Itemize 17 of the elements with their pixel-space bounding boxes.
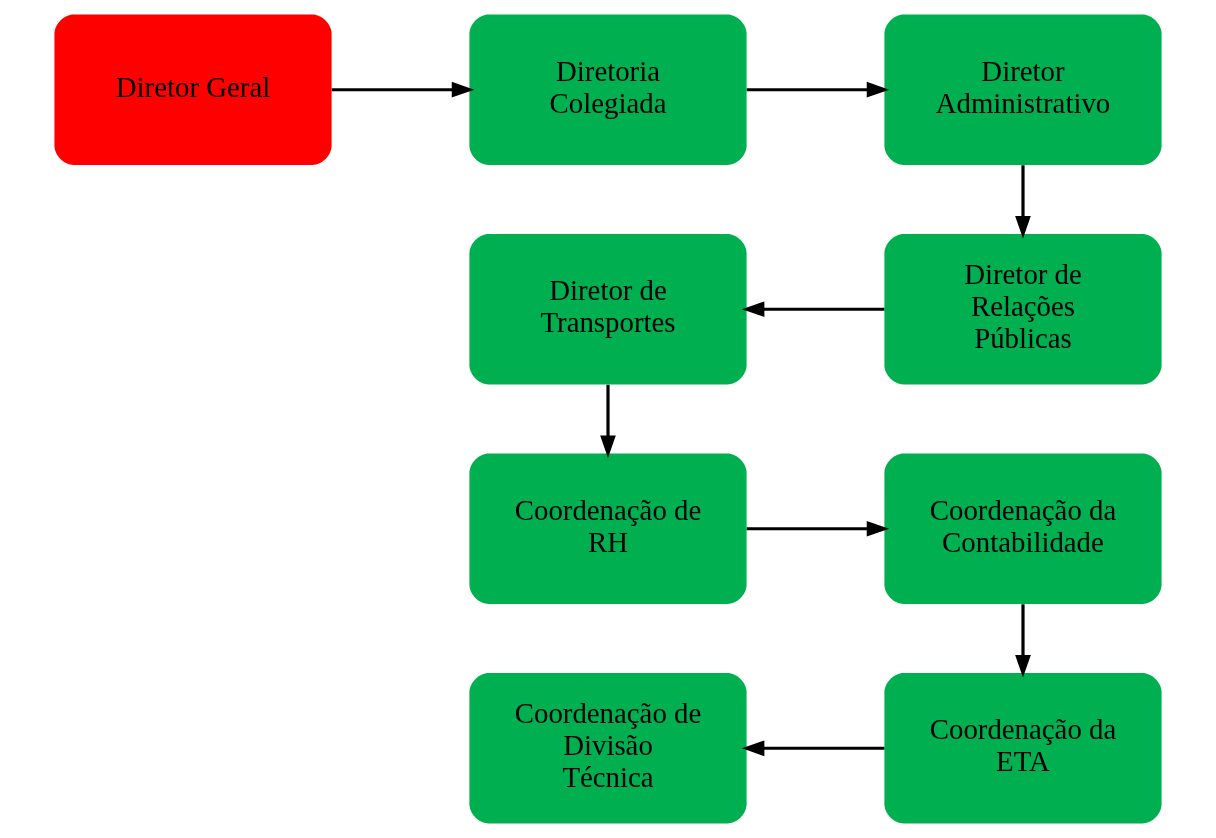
arrow [741,301,885,318]
node-box: Diretor de Transportes [469,233,747,385]
node-box: Diretor Administrativo [884,14,1162,166]
arrow [331,81,475,98]
node-box: Diretoria Colegiada [469,14,747,166]
node-box: Diretor de Relações Públicas [884,233,1162,385]
arrow [741,740,885,757]
arrow [1015,604,1031,678]
node-box: Diretor Geral [54,14,332,166]
arrow [600,384,616,458]
arrow [746,81,890,98]
node-box: Coordenação de Divisão Técnica [469,672,747,824]
arrow [746,520,890,537]
node-box: Coordenação de RH [469,453,747,605]
node-box: Coordenação da ETA [884,672,1162,824]
arrow [1015,165,1031,239]
node-box: Coordenação da Contabilidade [884,453,1162,605]
